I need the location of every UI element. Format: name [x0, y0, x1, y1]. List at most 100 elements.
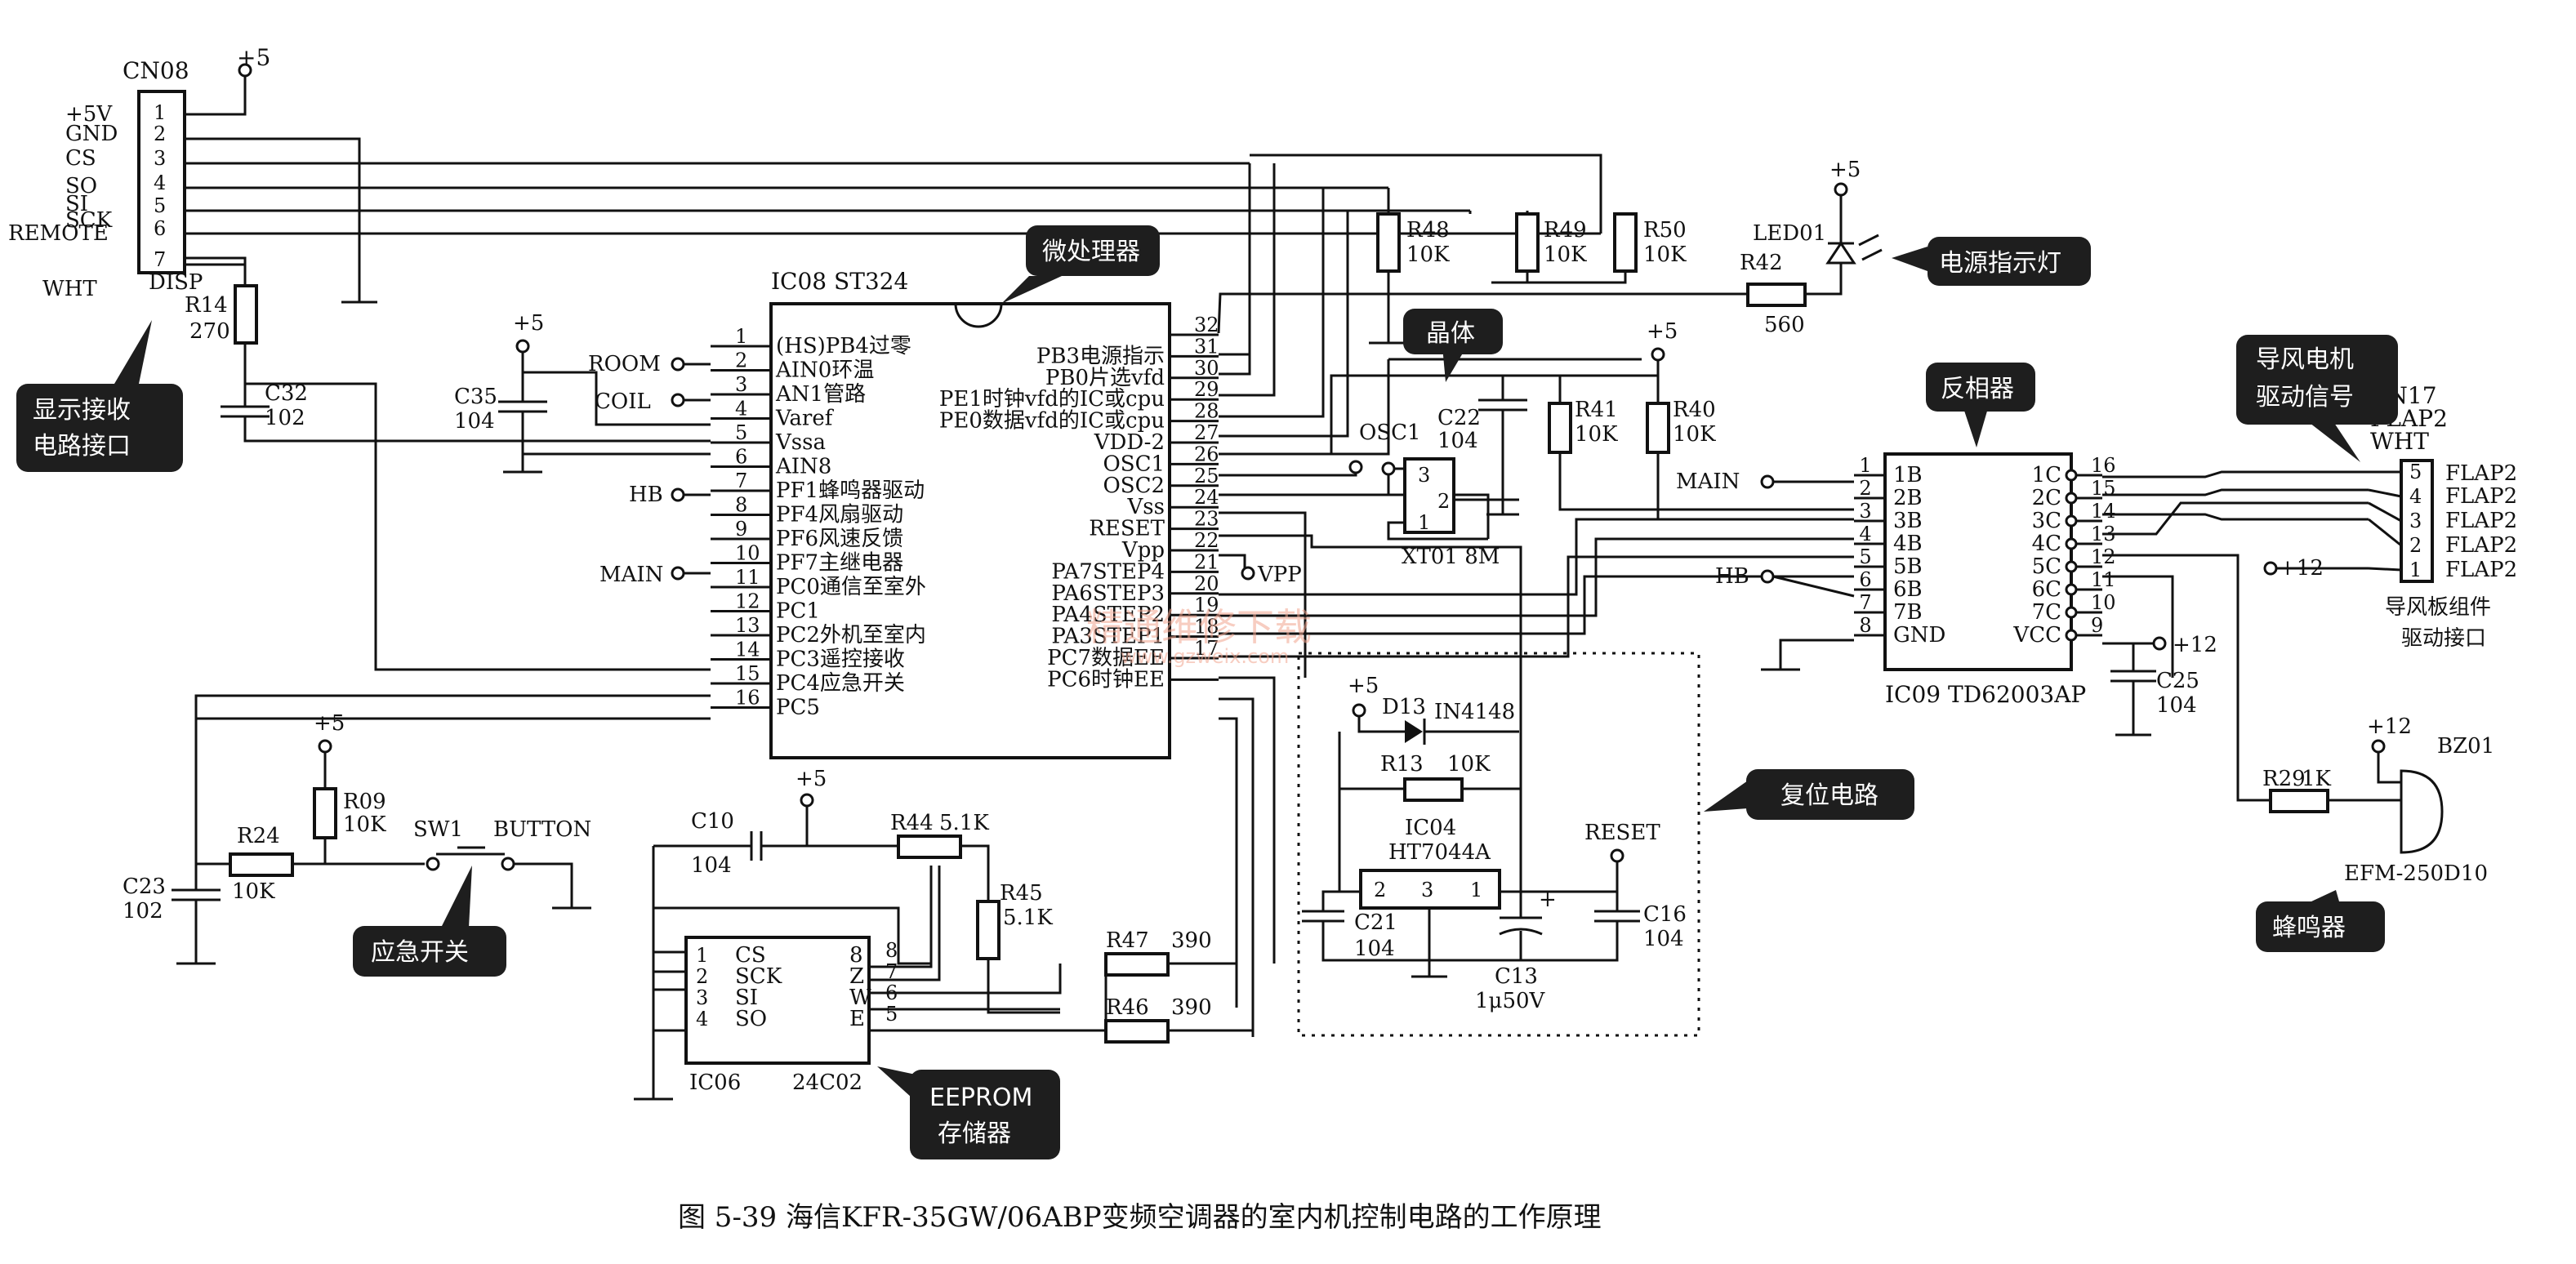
- emergency-switch-circuit: C23 102 R24 10K +5 R09 10K SW1 BUTTON: [123, 711, 711, 965]
- svg-text:FLAP2: FLAP2: [2445, 461, 2517, 486]
- ic06-pin-number: 1: [696, 944, 708, 967]
- ic08-pin-label: PC5: [776, 696, 820, 720]
- r42-value: 560: [1764, 313, 1805, 337]
- svg-text:导风电机: 导风电机: [2256, 345, 2354, 374]
- r24-ref: R24: [237, 824, 280, 848]
- svg-text:FLAP2: FLAP2: [2445, 509, 2517, 533]
- svg-text:驱动信号: 驱动信号: [2256, 383, 2354, 412]
- r47-value: 390: [1171, 928, 1212, 953]
- ic08-pin-label: PC6时钟EE: [1047, 667, 1165, 692]
- cn08-signal-gnd: GND: [65, 122, 118, 146]
- ic09-nets: MAIN HB +12 C25 104 +12: [1676, 470, 2369, 802]
- c35-value: 104: [454, 409, 495, 434]
- ic06-pin-number: 5: [885, 1003, 898, 1026]
- cn08-pin-6: 6: [154, 217, 166, 240]
- reset-circuit: +5 D13 IN4148 R13 10K IC04 HT7044A 2 3 1…: [1297, 652, 1700, 1037]
- cn08-pin-5: 5: [154, 194, 166, 217]
- r40-supply: +5: [1647, 319, 1678, 344]
- ic06-part: 24C02: [792, 1070, 862, 1095]
- ic08-pin-label: PC7数据EE: [1047, 646, 1165, 670]
- svg-text:1: 1: [1470, 879, 1482, 901]
- c13-value: 1μ50V: [1475, 989, 1546, 1013]
- ic08-pin-number: 4: [735, 398, 747, 421]
- r47-ref: R47: [1106, 928, 1149, 953]
- ic08-pin-number: 21: [1194, 550, 1219, 573]
- ic08-pin-label: PB0片选vfd: [1045, 366, 1165, 390]
- crystal-xt01: 3 2 1 XT01 8M OSC1 C22 104: [1219, 374, 1658, 569]
- net-main-mcu: MAIN: [599, 563, 663, 587]
- ic08-pin-label: Vpp: [1121, 538, 1165, 563]
- callout-display-interface: 显示接收 电路接口: [16, 320, 183, 472]
- svg-text:蜂鸣器: 蜂鸣器: [2272, 914, 2346, 942]
- r42-ref: R42: [1740, 251, 1783, 275]
- r24-value: 10K: [232, 879, 275, 904]
- cn08-connector: CN08 +5 +5V GND CS SO SI SCK REMOTE 1 2 …: [8, 44, 270, 301]
- led-supply: +5: [1829, 158, 1861, 182]
- ic09-pin-label: 7C: [2032, 600, 2061, 625]
- ic06-pin-number: 3: [696, 986, 708, 1009]
- ic09-pin-label: 4C: [2032, 532, 2061, 556]
- ic09-pin-number: 14: [2091, 500, 2116, 523]
- led01-r42: R42 560 +5 LED01: [1217, 158, 1883, 337]
- ic08-pin-number: 10: [735, 542, 760, 565]
- r44-value: 5.1K: [939, 811, 989, 835]
- ic09-pin-number: 1: [1859, 454, 1871, 477]
- c25-ref: C25: [2156, 669, 2199, 693]
- ic08-pin-number: 7: [735, 470, 747, 492]
- ic09-name: IC09 TD62003AP: [1885, 681, 2086, 708]
- ic09-pin-number: 5: [1859, 545, 1871, 568]
- svg-text:微处理器: 微处理器: [1042, 238, 1140, 266]
- svg-text:晶体: 晶体: [1426, 319, 1475, 348]
- watermark: 精通维修下载 www.gzweix.com: [1086, 605, 1312, 668]
- ic06-pin-label: E: [849, 1007, 865, 1031]
- ic08-pin-label: Vssa: [775, 430, 826, 455]
- ic08-pin-label: PC1: [776, 599, 820, 624]
- ic08-pin-number: 23: [1194, 508, 1219, 531]
- ic08-pin-number: 28: [1194, 400, 1219, 423]
- cn17-desc-2: 驱动接口: [2401, 626, 2486, 651]
- r50-ref: R50: [1643, 218, 1687, 243]
- ic09-pin-label: 5B: [1893, 554, 1923, 579]
- net-coil: COIL: [595, 389, 651, 414]
- cn08-body: [137, 90, 186, 274]
- r09-value: 10K: [343, 812, 386, 837]
- eeprom-circuit: +5 C10 104 R44 5.1K R45 5.1K IC06 24C02 …: [634, 767, 1253, 1101]
- ic09-pin-label: 3B: [1893, 509, 1923, 533]
- r49-ref: R49: [1544, 218, 1587, 243]
- ic09-pin-number: 15: [2091, 477, 2116, 500]
- ic09-pin-number: 11: [2091, 568, 2116, 591]
- c21-ref: C21: [1354, 910, 1397, 935]
- ic09-pin-number: 6: [1859, 568, 1871, 591]
- ic09-pin-number: 16: [2091, 454, 2116, 477]
- c13-plus: +: [1539, 888, 1557, 912]
- r49-resistor: R49 10K: [1515, 211, 1587, 273]
- ic08-pin-label: PA3STEP1: [1051, 625, 1165, 649]
- r48-ref: R48: [1406, 218, 1450, 243]
- bz01-part: EFM-250D10: [2344, 861, 2488, 886]
- r09-ref: R09: [343, 790, 386, 814]
- r45-ref: R45: [1000, 881, 1043, 906]
- r13-ref: R13: [1380, 752, 1424, 777]
- svg-text:应急开关: 应急开关: [371, 938, 469, 967]
- c35-supply: +5: [513, 311, 544, 336]
- svg-text:FLAP2: FLAP2: [2445, 558, 2517, 582]
- ic09-inverter: IC09 TD62003AP: [1883, 452, 2086, 708]
- r46-ref: R46: [1106, 995, 1149, 1020]
- ic08-pin-number: 24: [1194, 486, 1219, 509]
- svg-text:存储器: 存储器: [938, 1119, 1011, 1148]
- ic06-ref: IC06: [689, 1070, 741, 1095]
- ic09-pin-label: 6B: [1893, 577, 1923, 602]
- ic09-pin-label: 3C: [2032, 509, 2061, 533]
- cn08-signal-5v: +5V: [65, 102, 113, 127]
- cn17-connector: CN17 FLAP2 WHT 5 4 3 2 1 FLAP2 FLAP2 FLA…: [2368, 382, 2517, 651]
- net-main-ic09: MAIN: [1676, 470, 1740, 494]
- net-hb-mcu: HB: [629, 483, 663, 507]
- r09-supply: +5: [314, 711, 345, 736]
- callout-reset: 复位电路: [1704, 769, 1914, 820]
- ic08-pin-label: AIN0环温: [775, 358, 874, 383]
- net-reset: RESET: [1584, 821, 1660, 845]
- ic08-mcu: IC08 ST324: [769, 268, 1171, 759]
- svg-text:4: 4: [2409, 485, 2422, 508]
- ic08-pin-number: 16: [735, 687, 760, 710]
- ic09-pin-label: 1C: [2032, 463, 2061, 487]
